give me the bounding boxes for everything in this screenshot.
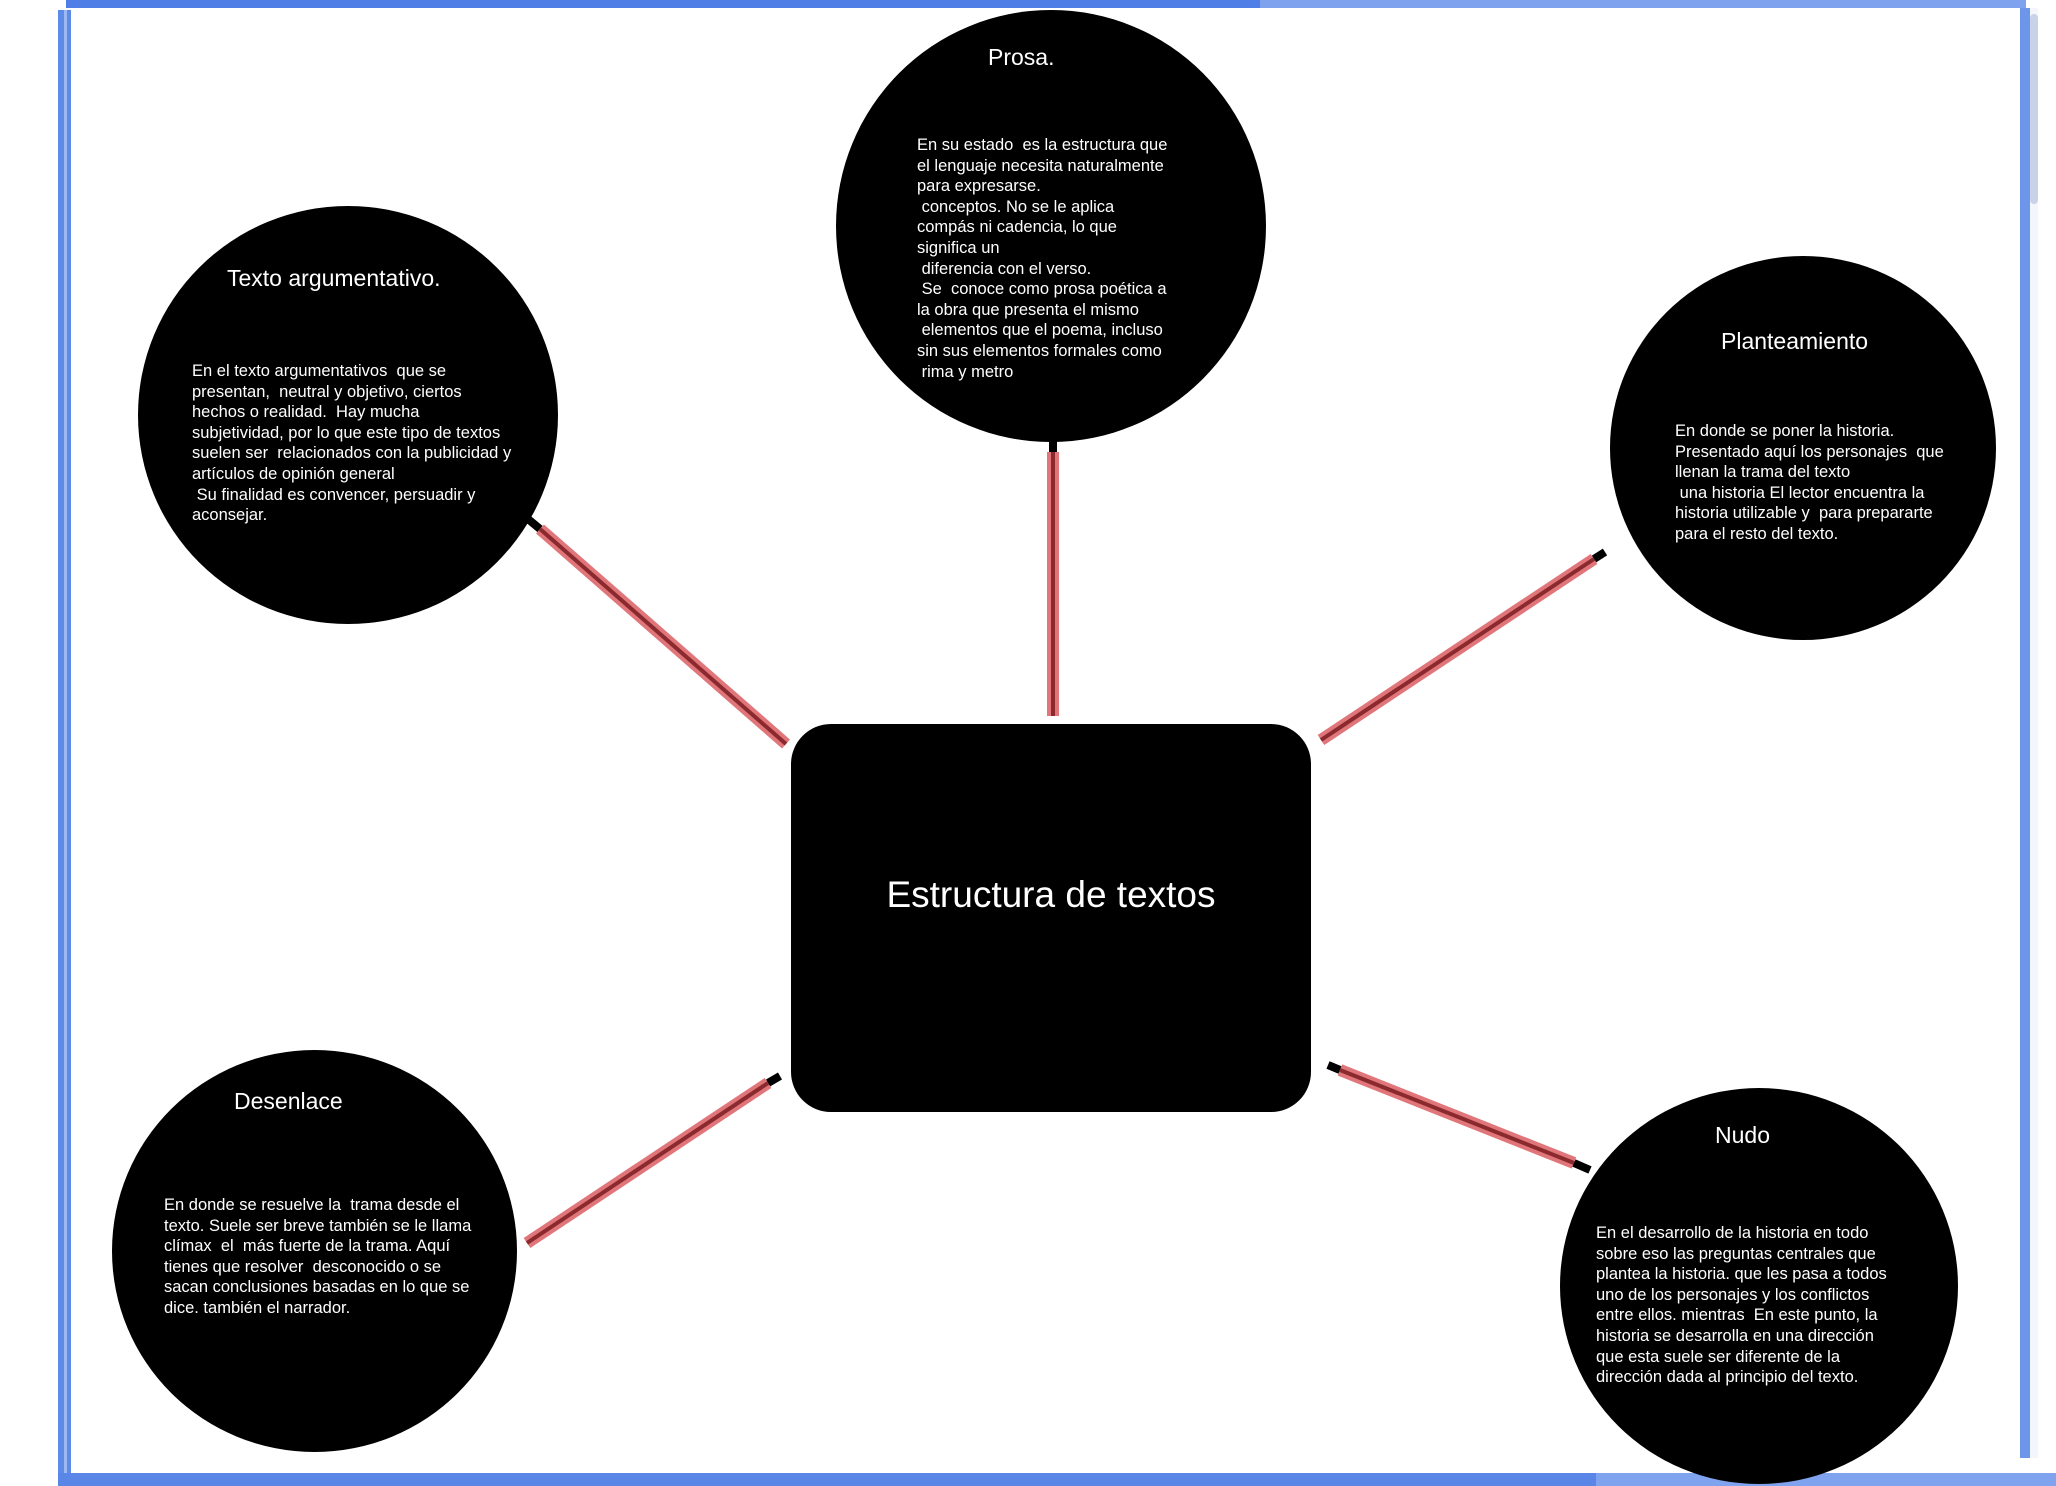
frame-bottom-border [58,1473,2056,1486]
connector-planteamiento[interactable] [1317,548,1608,746]
scrollbar-thumb[interactable] [2030,14,2038,204]
node-desenlace-text: En donde se resuelve la trama desde el t… [164,1196,472,1317]
node-argumentativo[interactable]: Texto argumentativo. En el texto argumen… [138,206,558,624]
node-planteamiento-text: En donde se poner la historia. Presentad… [1675,422,1944,543]
node-argumentativo-title: Texto argumentativo. [227,265,441,291]
node-prosa[interactable]: Prosa. En su estado es la estructura que… [836,10,1266,442]
frame-top-border [66,0,2026,8]
frame-left-border-highlight [64,10,67,1476]
node-nudo[interactable]: Nudo En el desarrollo de la historia en … [1560,1088,1958,1484]
node-argumentativo-text: En el texto argumentativos que se presen… [192,362,512,525]
vertical-scrollbar[interactable] [2030,8,2038,1458]
node-planteamiento-title: Planteamiento [1721,328,1869,354]
connector-desenlace[interactable] [523,1072,783,1248]
frame-right-border [2020,8,2030,1458]
frame-top-border-highlight [1260,0,2026,8]
node-desenlace[interactable]: Desenlace En donde se resuelve la trama … [112,1050,517,1452]
node-nudo-title: Nudo [1715,1122,1770,1148]
connector-nudo[interactable] [1326,1061,1592,1174]
central-topic-title: Estructura de textos [886,874,1216,915]
node-nudo-text: En el desarrollo de la historia en todo … [1596,1224,1887,1387]
connector-argumentativo[interactable] [525,515,790,749]
node-prosa-title: Prosa. [988,44,1055,70]
node-planteamiento[interactable]: Planteamiento En donde se poner la histo… [1610,256,1996,640]
central-topic-box[interactable]: Estructura de textos [791,724,1311,1112]
node-prosa-text: En su estado es la estructura que el len… [917,136,1168,381]
node-desenlace-title: Desenlace [234,1088,343,1114]
